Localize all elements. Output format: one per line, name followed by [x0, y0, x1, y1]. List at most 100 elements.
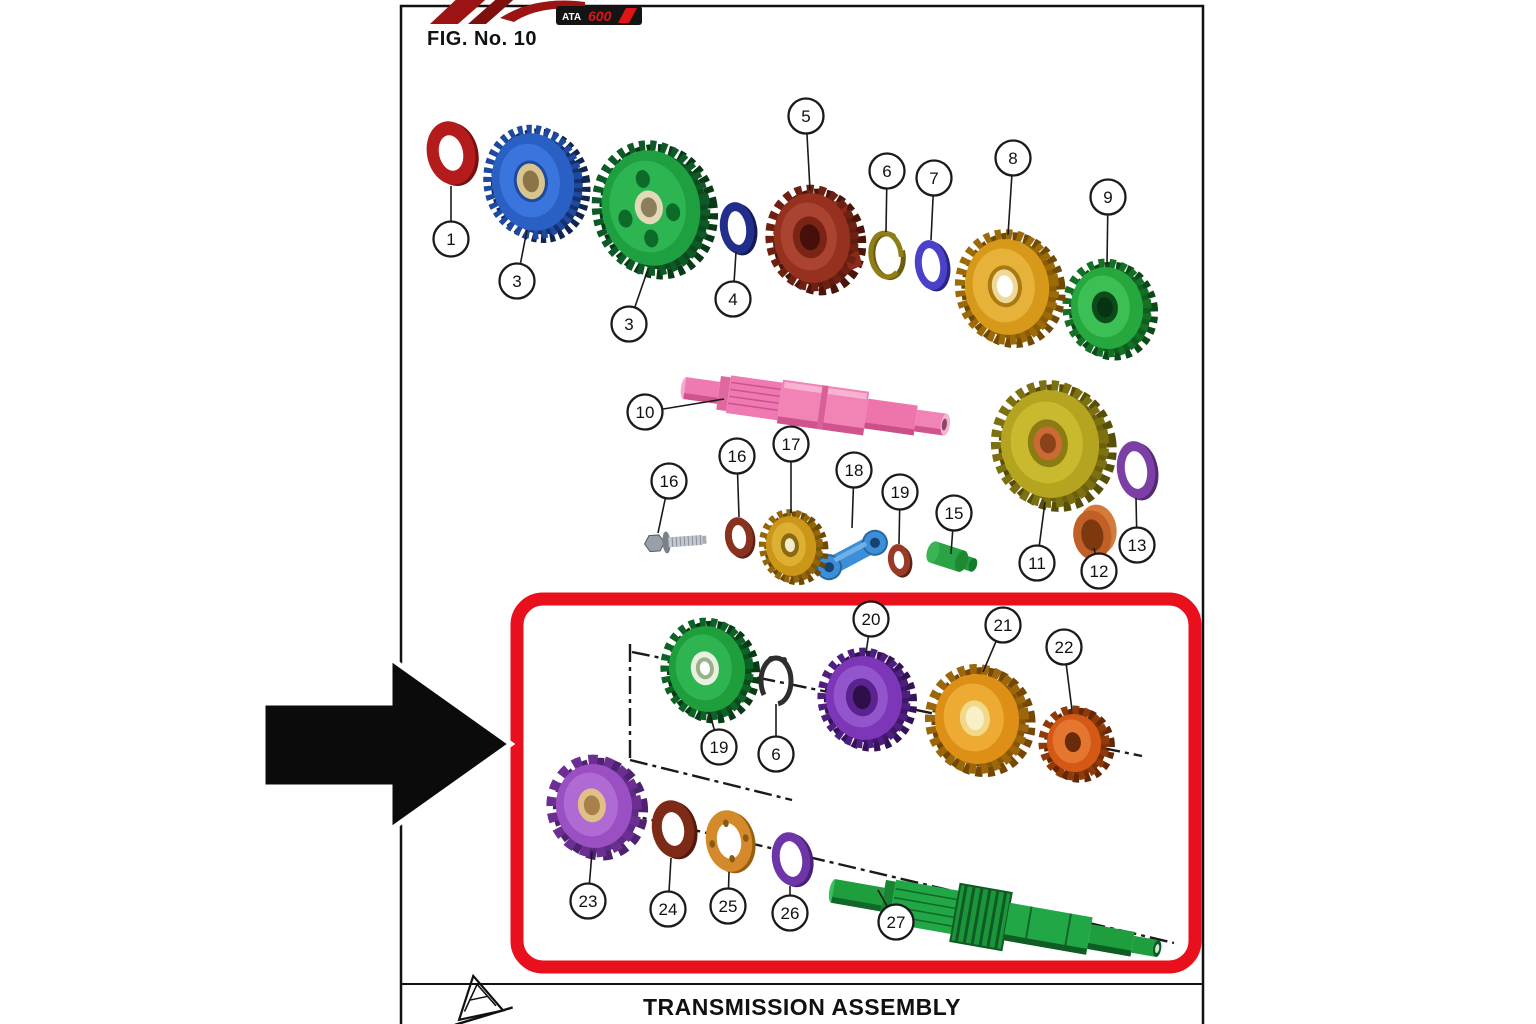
- figure-number-label: FIG. No. 10: [427, 28, 537, 50]
- part-6-black-snap-ring: [758, 655, 794, 707]
- callout-circle: [881, 473, 919, 511]
- part-6-snap-ring: [868, 230, 906, 281]
- callout-25: 25: [709, 871, 747, 925]
- callout-label: 15: [945, 504, 964, 523]
- part-7-ring: [914, 240, 951, 292]
- callout-circle: [1089, 178, 1127, 216]
- callout-3b: 3: [610, 271, 648, 343]
- callout-circle: [984, 606, 1022, 644]
- callout-label: 18: [845, 461, 864, 480]
- callout-9: 9: [1089, 178, 1127, 265]
- part-22-orange-gear: [1038, 705, 1115, 783]
- callout-5: 5: [787, 97, 825, 191]
- callout-20: 20: [852, 600, 890, 654]
- callout-circle: [1118, 526, 1156, 564]
- part-5-maroon-gear: [765, 184, 867, 296]
- callout-circle: [610, 305, 648, 343]
- callout-circle: [757, 735, 795, 773]
- callout-label: 16: [728, 447, 747, 466]
- logo-brand-text: ATA: [562, 12, 581, 23]
- axis-line-connector: [629, 758, 793, 802]
- callout-circle: [569, 882, 607, 920]
- callout-circle: [432, 220, 470, 258]
- part-17-gold-gear: [758, 509, 829, 586]
- callout-label: 26: [781, 904, 800, 923]
- callout-label: 17: [782, 435, 801, 454]
- callout-circle: [915, 159, 953, 197]
- callout-circle: [772, 425, 810, 463]
- part-13-ring: [1116, 441, 1159, 501]
- part-4-ring: [719, 202, 758, 256]
- callout-24: 24: [649, 857, 687, 928]
- part-19-small-ring: [887, 544, 913, 578]
- callout-circle: [498, 262, 536, 300]
- part-3-green-gear: [591, 140, 719, 280]
- part-12-collar: [1073, 504, 1117, 561]
- callout-circle: [649, 890, 687, 928]
- callout-label: 6: [771, 745, 780, 764]
- callout-7: 7: [915, 159, 953, 241]
- callout-label: 4: [728, 290, 737, 309]
- callout-12: 12: [1080, 547, 1118, 590]
- callout-16-bolt: 16: [650, 462, 688, 534]
- callout-11: 11: [1018, 501, 1056, 582]
- callout-26: 26: [771, 886, 809, 932]
- callout-circle: [868, 152, 906, 190]
- callout-circle: [835, 451, 873, 489]
- callout-circle: [700, 728, 738, 766]
- part-27-green-shaft: [828, 879, 1162, 957]
- callout-circle: [709, 887, 747, 925]
- callout-18: 18: [835, 451, 873, 529]
- callout-label: 3: [512, 272, 521, 291]
- part-8-gold-gear: [954, 229, 1066, 349]
- callout-6: 6: [868, 152, 906, 233]
- callout-3a: 3: [498, 229, 536, 300]
- part-10-pink-shaft: [680, 375, 951, 436]
- logo-badge-text: 600: [588, 8, 612, 24]
- callout-circle: [771, 894, 809, 932]
- part-23-purple-gear: [546, 754, 649, 861]
- highlight-box: [510, 592, 1202, 974]
- callout-label: 8: [1008, 149, 1017, 168]
- callout-27: 27: [877, 889, 915, 941]
- callout-label: 11: [1028, 554, 1046, 573]
- page-title: TRANSMISSION ASSEMBLY: [642, 994, 962, 1020]
- part-16-bolt: [643, 531, 707, 554]
- callout-circle: [994, 139, 1032, 177]
- callout-label: 9: [1103, 188, 1112, 207]
- callout-circle: [626, 393, 664, 431]
- callout-label: 19: [891, 483, 910, 502]
- callout-circle: [650, 462, 688, 500]
- callout-label: 1: [446, 230, 455, 249]
- part-25-washer: [705, 810, 756, 874]
- part-1-red-washer: [426, 121, 479, 187]
- page-border: [399, 4, 1205, 1024]
- callout-label: 10: [636, 403, 655, 422]
- part-3-blue-gear: [483, 124, 591, 243]
- callout-label: 16: [660, 472, 679, 491]
- callout-17: 17: [772, 425, 810, 513]
- callout-1: 1: [432, 186, 470, 258]
- callout-label: 19: [710, 738, 729, 757]
- callout-circle: [852, 600, 890, 638]
- pointer-arrow: [260, 653, 516, 835]
- part-24-washer: [651, 800, 698, 860]
- callout-8: 8: [994, 139, 1032, 236]
- callout-circle: [718, 437, 756, 475]
- part-20-purple-gear: [817, 647, 918, 752]
- callout-16-washer: 16: [718, 437, 756, 518]
- callout-10: 10: [626, 393, 725, 431]
- brand-logo: ATA 600: [430, 0, 642, 25]
- callout-label: 21: [994, 616, 1013, 635]
- callout-19-ring: 19: [881, 473, 919, 545]
- callout-label: 12: [1090, 562, 1109, 581]
- callout-label: 27: [887, 913, 906, 932]
- part-19-green-gear: [660, 617, 761, 724]
- callout-circle: [787, 97, 825, 135]
- callout-circle: [877, 903, 915, 941]
- callout-circle: [935, 494, 973, 532]
- part-16-washer: [724, 517, 756, 559]
- part-21-amber-gear: [924, 664, 1036, 778]
